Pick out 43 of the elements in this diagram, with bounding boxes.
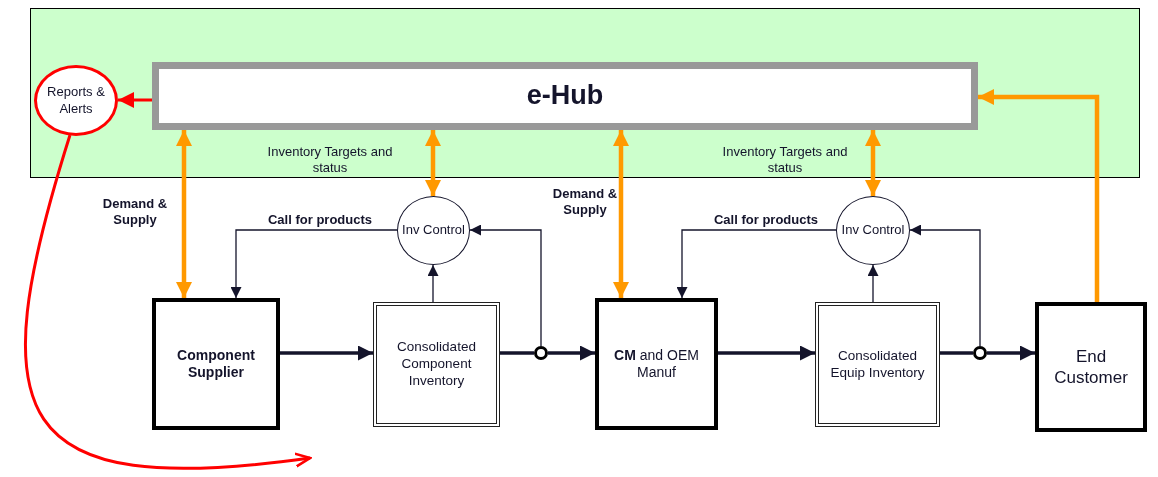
process-box bbox=[595, 298, 718, 430]
flow-label: Demand & Supply bbox=[551, 186, 619, 218]
arrow bbox=[427, 264, 439, 303]
arrow bbox=[867, 264, 879, 303]
arrow bbox=[718, 345, 815, 361]
node-label: Inv Control bbox=[401, 222, 466, 239]
process-box bbox=[1035, 302, 1147, 432]
arrow bbox=[118, 92, 152, 108]
edge-label: Call for products bbox=[712, 212, 820, 227]
annotation-label: Inventory Targets and status bbox=[721, 144, 849, 176]
process-box bbox=[152, 298, 280, 430]
node-label: End Customer bbox=[1053, 345, 1129, 389]
node-label: Component Supplier bbox=[176, 346, 256, 382]
connector-line bbox=[500, 351, 534, 355]
arrow bbox=[469, 224, 542, 347]
arrow bbox=[425, 130, 441, 196]
flow-label: Demand & Supply bbox=[101, 196, 169, 228]
node-label: Inv Control bbox=[840, 222, 906, 239]
arrow bbox=[230, 229, 398, 299]
arrow bbox=[865, 130, 881, 196]
background-panel bbox=[30, 8, 1140, 178]
node-label: CM and OEM Manuf bbox=[613, 346, 700, 382]
arrow bbox=[987, 345, 1035, 361]
node-label: Reports & Alerts bbox=[46, 84, 106, 117]
arrow bbox=[676, 229, 837, 299]
arrow bbox=[280, 345, 373, 361]
annotation-label: Inventory Targets and status bbox=[266, 144, 394, 176]
hub-box bbox=[152, 62, 978, 130]
inventory-box bbox=[815, 302, 940, 427]
arrow bbox=[24, 134, 312, 470]
arrow bbox=[613, 130, 629, 298]
node-label: Consolidated Component Inventory bbox=[396, 339, 477, 390]
arrow bbox=[909, 224, 981, 347]
connector-line bbox=[940, 351, 973, 355]
node-label: e-Hub bbox=[525, 79, 605, 113]
junction-circle bbox=[534, 346, 548, 360]
arrow bbox=[548, 345, 595, 361]
arrow bbox=[176, 130, 192, 298]
arrow bbox=[978, 89, 1100, 302]
edge-label: Call for products bbox=[266, 212, 374, 227]
inventory-box bbox=[373, 302, 500, 427]
junction-circle bbox=[973, 346, 987, 360]
node-label: Consolidated Equip Inventory bbox=[829, 347, 926, 382]
